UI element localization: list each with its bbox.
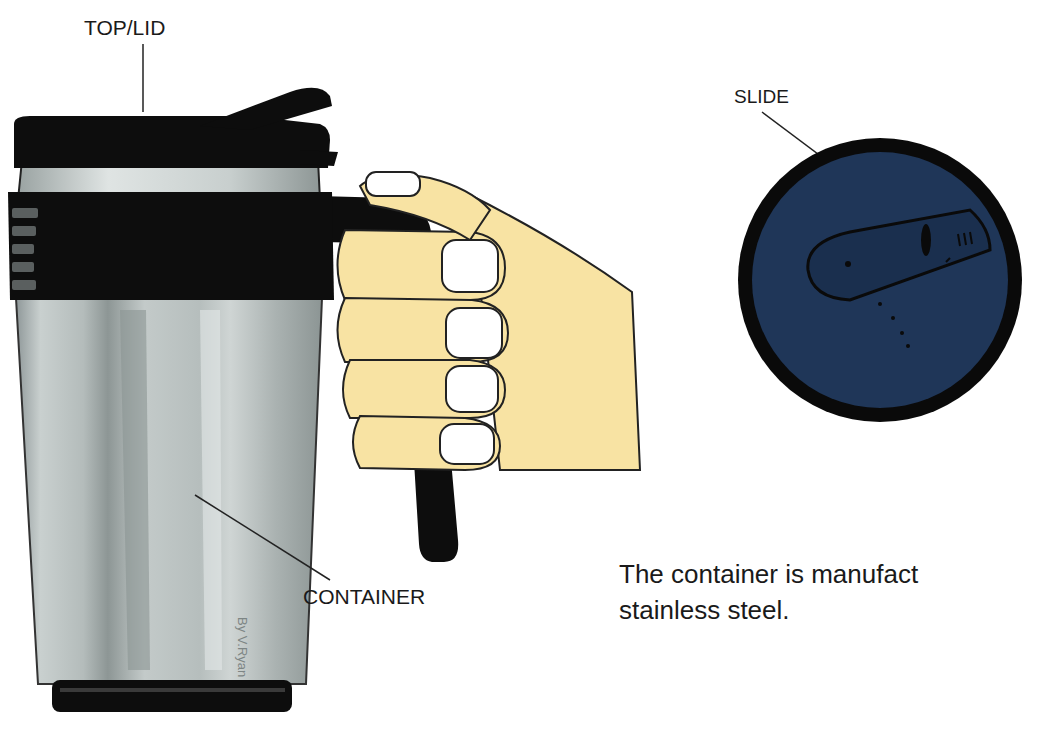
lid-spout <box>300 150 338 166</box>
slide-slot <box>921 224 931 256</box>
container-highlight <box>200 310 222 670</box>
leader-line <box>142 44 144 112</box>
part-label: CONTAINER <box>303 585 425 608</box>
lid-top-view <box>738 138 1022 422</box>
lid-tab <box>200 88 332 130</box>
lid-top <box>14 116 330 168</box>
hand <box>338 172 641 470</box>
note-text: stainless steel. <box>619 596 790 625</box>
grip-band <box>8 192 334 300</box>
container-shade <box>120 310 150 670</box>
watermark: By V.Ryan <box>235 617 249 677</box>
base-band <box>52 680 292 712</box>
container-body <box>16 298 322 684</box>
grip-ridges <box>12 208 38 290</box>
base-ridge <box>60 688 285 692</box>
lid-inner <box>752 152 1008 408</box>
lid-dots <box>878 302 910 348</box>
part-label: SLIDE <box>734 87 789 108</box>
leader-line <box>195 495 330 580</box>
part-label: TOP/LID <box>84 16 165 39</box>
lid-marks <box>946 232 972 262</box>
slide-dot <box>845 261 851 267</box>
note-text: The container is manufact <box>619 560 918 589</box>
slide-shape <box>808 210 990 300</box>
